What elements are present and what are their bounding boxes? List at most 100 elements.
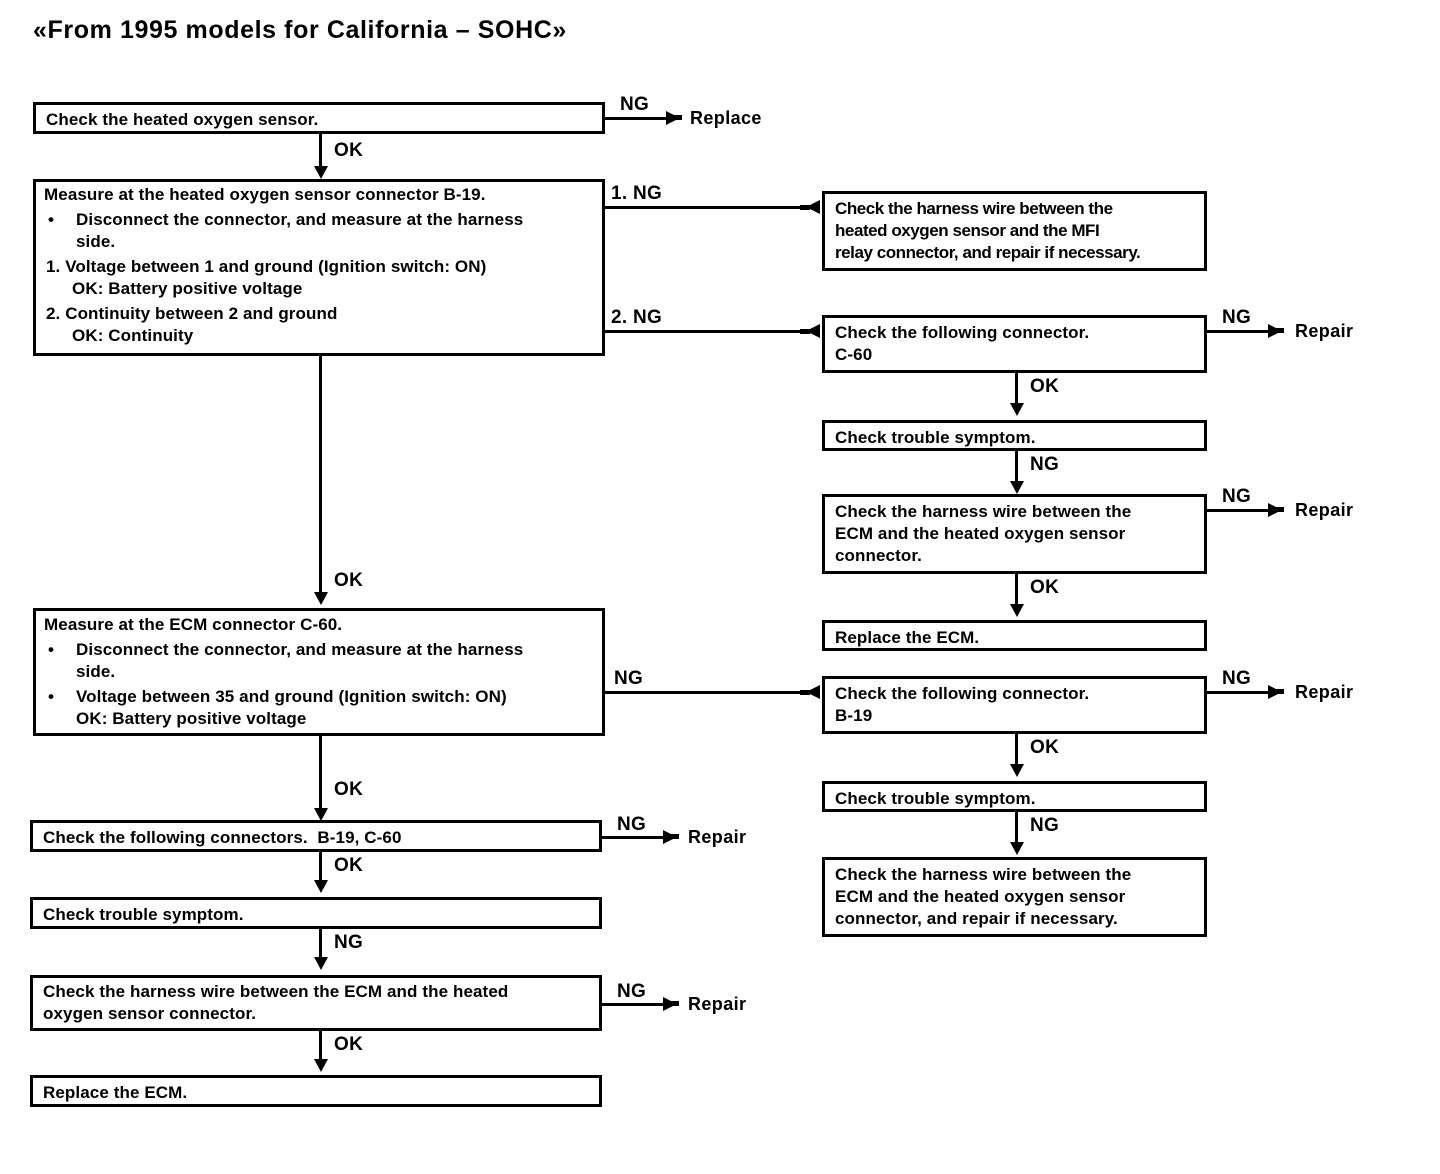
arrowhead-r7-ng <box>1010 842 1024 855</box>
box-measure-c60-line-2: side. <box>76 662 116 681</box>
terminal-replace-b1: Replace <box>690 108 762 128</box>
box-measure-b19-heading: Measure at the heated oxygen sensor conn… <box>44 185 486 204</box>
box-check-trouble-symptom-left <box>30 897 602 929</box>
arrow-tail-b3-ng <box>800 690 810 695</box>
edge-r6-ok <box>1015 734 1018 768</box>
arrowhead-b6-ok <box>314 1059 328 1072</box>
arrowhead-b1-ok <box>314 166 328 179</box>
arrowhead-b3-ok <box>314 808 328 821</box>
box-check-connectors-b19-c60-label: Check the following connectors. B-19, C-… <box>43 828 402 847</box>
edge-label-r6-ok: OK <box>1030 737 1060 758</box>
edge-label-r4-ng: NG <box>1222 486 1252 507</box>
edge-label-b2-ng1: 1. NG <box>611 183 663 204</box>
edge-r4-ng <box>1207 509 1270 512</box>
terminal-repair-r2: Repair <box>1295 321 1354 341</box>
edge-b4-ok <box>319 852 322 884</box>
edge-b5-ng <box>319 929 322 961</box>
box-measure-c60-line-3: Voltage between 35 and ground (Ignition … <box>48 686 507 708</box>
box-check-connectors-b19-c60 <box>30 820 602 852</box>
box-check-harness-wire-left <box>30 975 602 1031</box>
edge-label-r6-ng: NG <box>1222 668 1252 689</box>
edge-b2-ng2 <box>605 330 818 333</box>
box-replace-ecm-left <box>30 1075 602 1107</box>
box-check-connector-c60 <box>822 315 1207 373</box>
edge-label-b2-ng2: 2. NG <box>611 307 663 328</box>
edge-r6-ng <box>1207 691 1270 694</box>
edge-label-b6-ok: OK <box>334 1034 364 1055</box>
box-check-connector-c60-label: Check the following connector. C-60 <box>835 323 1090 365</box>
box-measure-c60 <box>33 608 605 736</box>
terminal-repair-r4: Repair <box>1295 500 1354 520</box>
box-replace-ecm-r5 <box>822 620 1207 651</box>
arrowhead-b3-ng <box>806 685 820 699</box>
arrow-tail-b2-ng1 <box>800 205 810 210</box>
arrowhead-r6-ok <box>1010 764 1024 777</box>
arrowhead-r3-ng <box>1010 481 1024 494</box>
box-check-trouble-symptom-r3 <box>822 420 1207 451</box>
box-measure-c60-line-1: Disconnect the connector, and measure at… <box>48 639 523 661</box>
arrowhead-b4-ok <box>314 880 328 893</box>
box-check-harness-wire-left-label: Check the harness wire between the ECM a… <box>43 982 509 1024</box>
edge-label-b3-ng: NG <box>614 668 644 689</box>
arrowhead-b5-ng <box>314 957 328 970</box>
arrow-tail-r2-ng <box>1274 328 1284 333</box>
arrow-tail-b4-ng <box>669 834 679 839</box>
box-check-harness-ecm-r8 <box>822 857 1207 937</box>
arrow-tail-b2-ng2 <box>800 329 810 334</box>
edge-label-r3-ng: NG <box>1030 454 1060 475</box>
edge-b3-ok <box>319 736 322 784</box>
box-check-harness-ecm-r4-label: Check the harness wire between the ECM a… <box>835 502 1132 566</box>
edge-label-b4-ng: NG <box>617 814 647 835</box>
edge-label-b1-ng: NG <box>620 94 650 115</box>
arrow-tail-r6-ng <box>1274 689 1284 694</box>
box-check-harness-mfi-relay-label: Check the harness wire between the heate… <box>835 199 1141 263</box>
arrow-tail-b1-ng <box>672 115 682 120</box>
terminal-repair-b4: Repair <box>688 827 747 847</box>
box-measure-b19-line-3: 1. Voltage between 1 and ground (Ignitio… <box>46 257 487 276</box>
box-measure-b19-line-2: side. <box>76 232 116 251</box>
edge-b3-ng <box>605 691 818 694</box>
box-check-connector-b19 <box>822 676 1207 734</box>
terminal-repair-b6: Repair <box>688 994 747 1014</box>
edge-label-b5-ng: NG <box>334 932 364 953</box>
edge-label-b1-ok: OK <box>334 140 364 161</box>
box-measure-b19-line-4: OK: Battery positive voltage <box>72 279 303 298</box>
arrow-tail-r4-ng <box>1274 507 1284 512</box>
edge-label-r4-ok: OK <box>1030 577 1060 598</box>
edge-label-b2-ok: OK <box>334 570 364 591</box>
terminal-repair-r6: Repair <box>1295 682 1354 702</box>
box-check-heated-oxygen-sensor-label: Check the heated oxygen sensor. <box>46 110 319 129</box>
box-check-trouble-symptom-r7 <box>822 781 1207 812</box>
edge-b6-ng <box>602 1003 665 1006</box>
box-check-harness-ecm-r8-label: Check the harness wire between the ECM a… <box>835 865 1132 929</box>
arrow-tail-b6-ng <box>669 1001 679 1006</box>
arrowhead-r2-ok <box>1010 403 1024 416</box>
box-check-harness-ecm-r4 <box>822 494 1207 574</box>
edge-label-r7-ng: NG <box>1030 815 1060 836</box>
edge-r4-ok <box>1015 574 1018 608</box>
arrowhead-b2-ng1 <box>806 200 820 214</box>
edge-b1-ng <box>605 117 668 120</box>
arrowhead-b2-ok <box>314 592 328 605</box>
box-check-trouble-symptom-r3-label: Check trouble symptom. <box>835 428 1036 447</box>
box-measure-c60-heading: Measure at the ECM connector C-60. <box>44 615 343 634</box>
box-check-trouble-symptom-left-label: Check trouble symptom. <box>43 905 244 924</box>
edge-r7-ng <box>1015 812 1018 846</box>
page-title: «From 1995 models for California – SOHC» <box>33 16 567 44</box>
edge-b4-ng <box>602 836 665 839</box>
box-replace-ecm-r5-label: Replace the ECM. <box>835 628 980 647</box>
edge-label-b3-ok: OK <box>334 779 364 800</box>
edge-b1-ok <box>319 134 322 172</box>
box-measure-c60-line-4: OK: Battery positive voltage <box>76 709 307 728</box>
box-check-trouble-symptom-r7-label: Check trouble symptom. <box>835 789 1036 808</box>
edge-b6-ok <box>319 1031 322 1063</box>
edge-b2-ng1 <box>605 206 818 209</box>
edge-label-b4-ok: OK <box>334 855 364 876</box>
edge-b3-ok-cont <box>319 782 322 812</box>
box-check-heated-oxygen-sensor <box>33 102 605 134</box>
edge-label-r2-ng: NG <box>1222 307 1252 328</box>
edge-label-b6-ng: NG <box>617 981 647 1002</box>
edge-r3-ng <box>1015 451 1018 485</box>
edge-label-r2-ok: OK <box>1030 376 1060 397</box>
